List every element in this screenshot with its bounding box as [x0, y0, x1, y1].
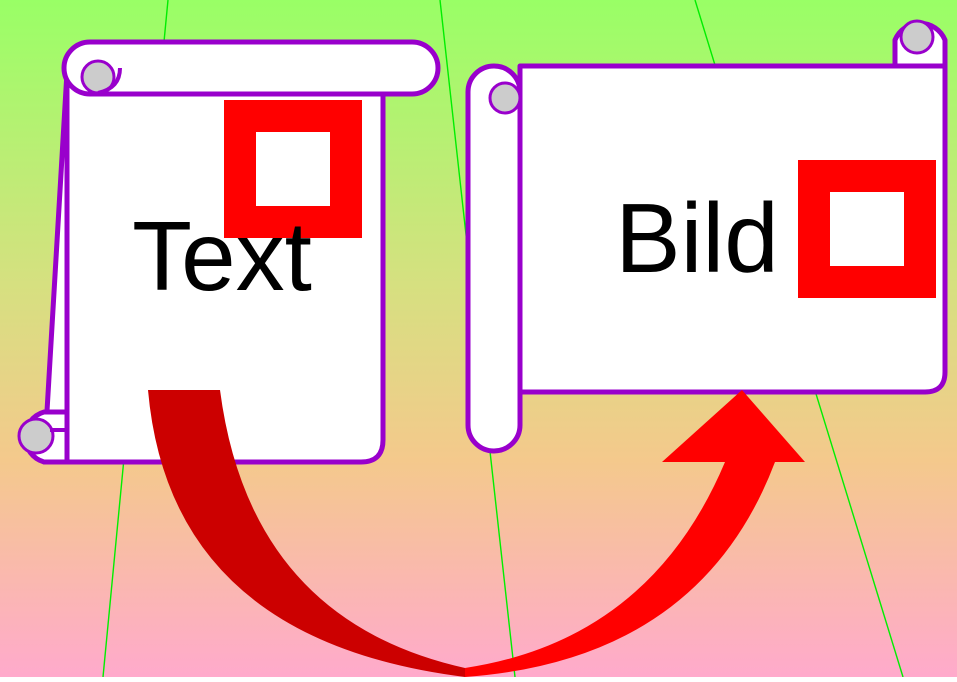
- text-scroll-top-roll: [61, 39, 441, 97]
- curved-arrow-body: [465, 462, 775, 677]
- image-scroll-left-curl: [488, 81, 522, 115]
- curved-arrow-tail: [148, 390, 465, 677]
- curved-arrow: [148, 390, 805, 677]
- text-scroll-body: [41, 69, 386, 465]
- red-square-marker-image: [798, 160, 936, 298]
- image-scroll: [465, 19, 948, 454]
- image-scroll-label: Bild: [615, 183, 778, 293]
- red-square-marker-text: [224, 100, 362, 238]
- image-scroll-left-roll: [465, 63, 523, 454]
- image-scroll-body: [517, 63, 948, 395]
- curved-arrow-head: [662, 390, 805, 462]
- text-scroll: [17, 39, 441, 465]
- text-scroll-bottom-curl: [17, 417, 55, 455]
- image-scroll-top-curl: [899, 19, 935, 55]
- text-scroll-label: Text: [132, 201, 312, 311]
